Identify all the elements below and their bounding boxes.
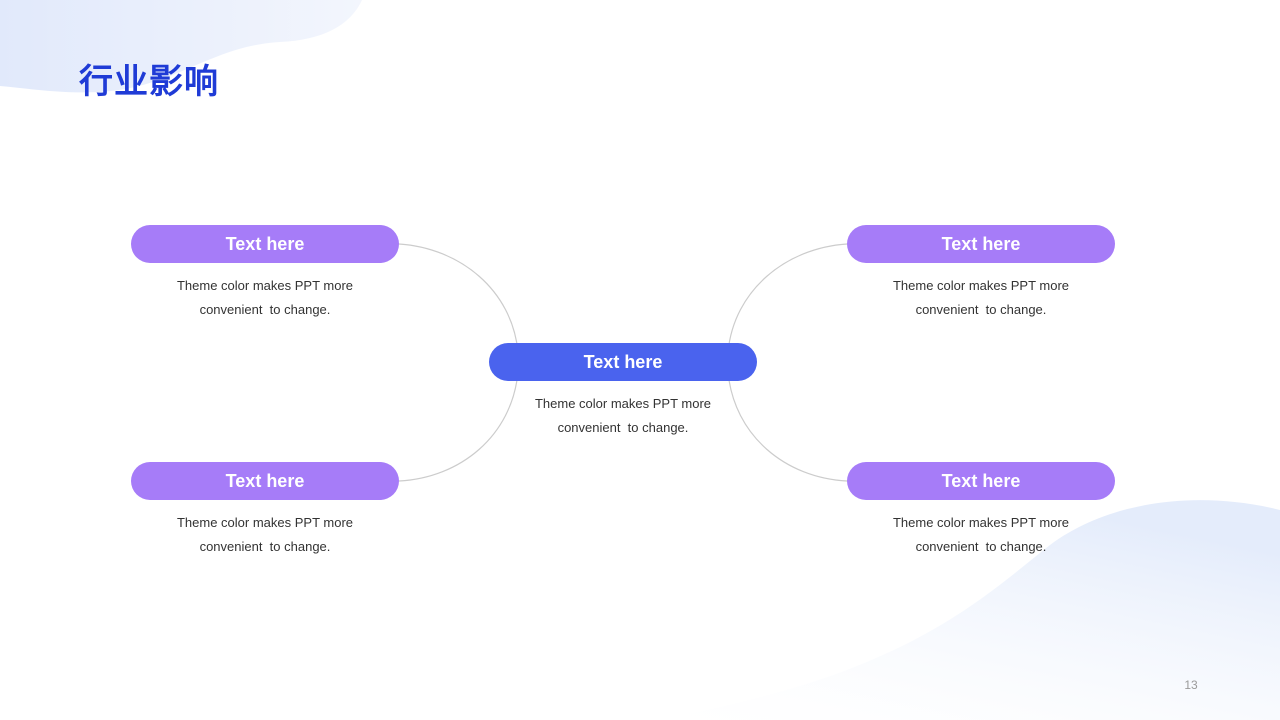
node-bottom-right-description: Theme color makes PPT more convenient to… (847, 511, 1115, 559)
page-number: 13 (1184, 678, 1198, 692)
connector-top-right (727, 243, 848, 353)
node-bottom-left-label: Text here (131, 462, 399, 500)
connector-bottom-left (398, 371, 519, 482)
node-top-left-label: Text here (131, 225, 399, 263)
node-center-desc-line1: Theme color makes PPT more (534, 396, 712, 411)
node-bottom-left-description: Theme color makes PPT more convenient to… (131, 511, 399, 559)
node-top-left-desc-line2: convenient to change. (199, 302, 331, 317)
node-top-right-description: Theme color makes PPT more convenient to… (847, 274, 1115, 322)
page-title: 行业影响 (79, 62, 219, 102)
node-center-label: Text here (489, 343, 757, 381)
node-bottom-left: Text here Theme color makes PPT more con… (131, 462, 399, 559)
node-top-left: Text here Theme color makes PPT more con… (131, 225, 399, 322)
node-top-right-desc-line1: Theme color makes PPT more (892, 278, 1070, 293)
node-bottom-right-desc-line2: convenient to change. (915, 539, 1047, 554)
node-center-desc-line2: convenient to change. (557, 420, 689, 435)
node-top-right-desc-line2: convenient to change. (915, 302, 1047, 317)
node-center: Text here Theme color makes PPT more con… (489, 343, 757, 440)
node-top-right-label: Text here (847, 225, 1115, 263)
node-bottom-left-desc-line2: convenient to change. (199, 539, 331, 554)
node-bottom-right: Text here Theme color makes PPT more con… (847, 462, 1115, 559)
node-bottom-right-desc-line1: Theme color makes PPT more (892, 515, 1070, 530)
connector-bottom-right (727, 371, 848, 482)
node-top-left-desc-line1: Theme color makes PPT more (176, 278, 354, 293)
node-bottom-left-desc-line1: Theme color makes PPT more (176, 515, 354, 530)
connector-top-left (398, 243, 519, 353)
node-center-description: Theme color makes PPT more convenient to… (489, 392, 757, 440)
node-bottom-right-label: Text here (847, 462, 1115, 500)
node-top-right: Text here Theme color makes PPT more con… (847, 225, 1115, 322)
node-top-left-description: Theme color makes PPT more convenient to… (131, 274, 399, 322)
